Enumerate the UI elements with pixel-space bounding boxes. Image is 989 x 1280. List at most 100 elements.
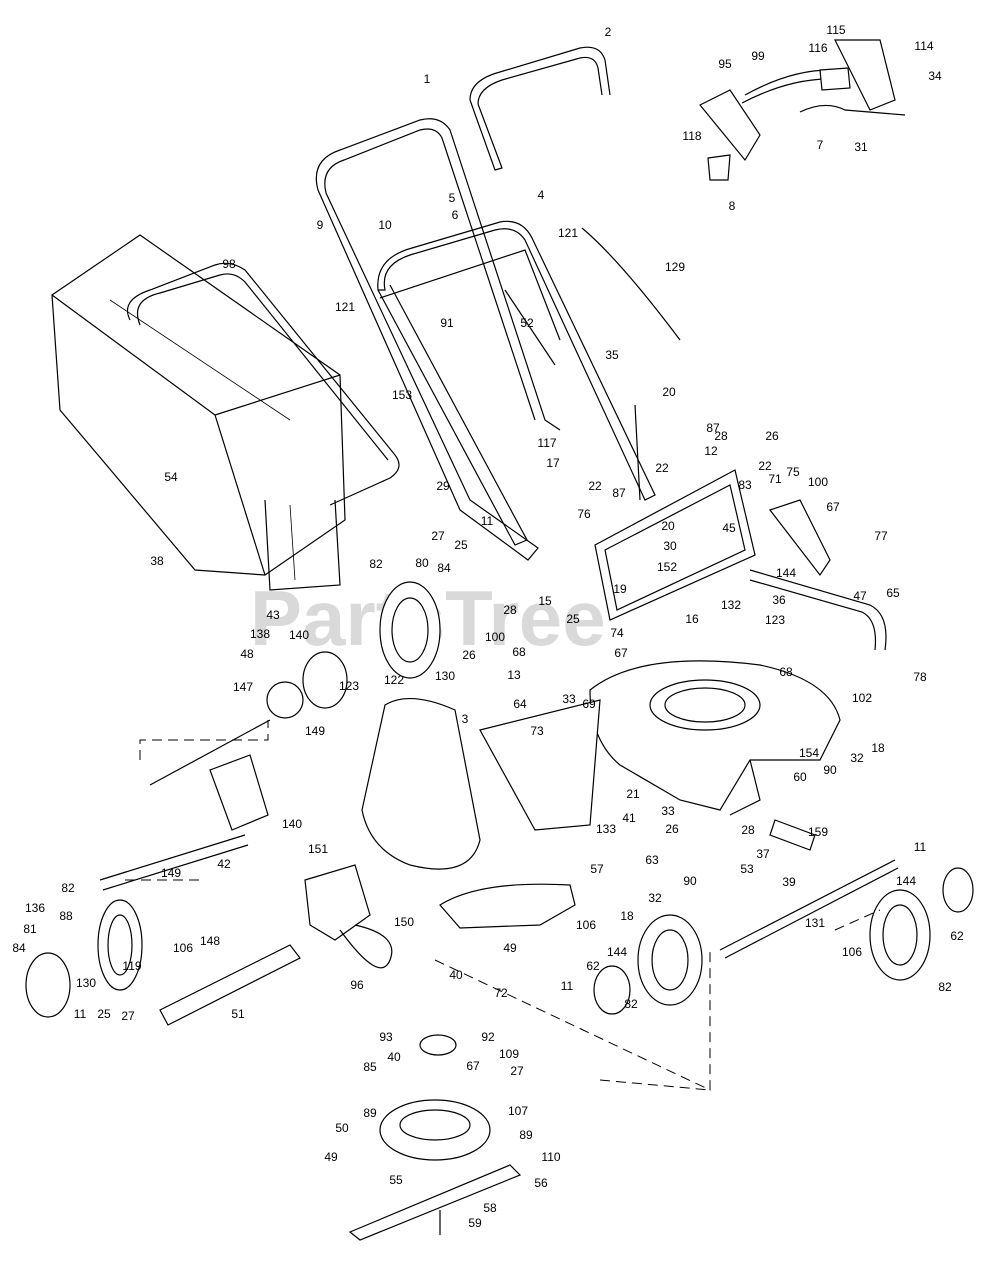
- callout-4: 4: [538, 188, 545, 202]
- callout-32: 32: [648, 891, 662, 905]
- callout-92: 92: [481, 1030, 495, 1044]
- callout-130: 130: [435, 669, 455, 683]
- callout-149: 149: [161, 866, 181, 880]
- grass-bag: [51, 234, 346, 576]
- callout-140: 140: [289, 628, 309, 642]
- callout-52: 52: [520, 316, 534, 330]
- rear-axle: [149, 719, 271, 786]
- lower-handle: [377, 220, 656, 546]
- callout-81: 81: [23, 922, 37, 936]
- callout-27: 27: [510, 1064, 524, 1078]
- callout-121: 121: [558, 226, 578, 240]
- callout-119: 119: [122, 959, 141, 973]
- callout-151: 151: [308, 842, 328, 856]
- hubcap-rear-left: [25, 952, 71, 1018]
- callout-69: 69: [582, 697, 596, 711]
- control-bail: [469, 46, 611, 171]
- callout-102: 102: [852, 691, 872, 705]
- callout-59: 59: [468, 1216, 482, 1230]
- callout-45: 45: [722, 521, 736, 535]
- callout-22: 22: [655, 461, 669, 475]
- rear-door: [594, 469, 756, 621]
- deck-cover: [439, 883, 576, 929]
- callout-117: 117: [537, 436, 556, 450]
- callout-3: 3: [462, 712, 469, 726]
- callout-106: 106: [576, 918, 596, 932]
- cable: [581, 227, 681, 341]
- callout-82: 82: [624, 997, 638, 1011]
- callout-90: 90: [683, 874, 697, 888]
- callout-34: 34: [928, 69, 942, 83]
- callout-91: 91: [440, 316, 454, 330]
- callout-76: 76: [577, 507, 591, 521]
- callout-54: 54: [164, 470, 178, 484]
- callout-18: 18: [620, 909, 634, 923]
- callout-56: 56: [534, 1176, 548, 1190]
- callout-6: 6: [452, 208, 459, 222]
- callout-7: 7: [817, 138, 824, 152]
- callout-109: 109: [499, 1047, 519, 1061]
- callout-11: 11: [561, 979, 574, 993]
- callout-9: 9: [317, 218, 324, 232]
- callout-28: 28: [714, 429, 728, 443]
- callout-21: 21: [626, 787, 640, 801]
- callout-65: 65: [886, 586, 900, 600]
- height-adjuster: [749, 499, 887, 651]
- callout-22: 22: [588, 479, 602, 493]
- upper-handle: [315, 118, 561, 561]
- callout-147: 147: [233, 680, 253, 694]
- callout-72: 72: [494, 986, 508, 1000]
- callout-25: 25: [454, 538, 468, 552]
- callout-49: 49: [503, 941, 517, 955]
- front-axle: [719, 859, 896, 951]
- callout-1: 1: [424, 72, 431, 86]
- callout-40: 40: [387, 1050, 401, 1064]
- callout-121: 121: [335, 300, 355, 314]
- callout-138: 138: [250, 627, 270, 641]
- callout-115: 115: [826, 23, 845, 37]
- callout-5: 5: [449, 191, 456, 205]
- callout-11: 11: [914, 840, 927, 854]
- callout-26: 26: [462, 648, 476, 662]
- callout-28: 28: [503, 603, 517, 617]
- callout-40: 40: [449, 968, 463, 982]
- callout-93: 93: [379, 1030, 393, 1044]
- callout-84: 84: [12, 941, 26, 955]
- callout-144: 144: [896, 874, 916, 888]
- callout-64: 64: [513, 697, 527, 711]
- callout-100: 100: [808, 475, 828, 489]
- callout-11: 11: [74, 1007, 87, 1021]
- callout-90: 90: [823, 763, 837, 777]
- callout-89: 89: [519, 1128, 533, 1142]
- callout-33: 33: [562, 692, 576, 706]
- callout-8: 8: [729, 199, 736, 213]
- mulch-plug: [361, 697, 481, 870]
- callout-87: 87: [612, 486, 626, 500]
- callout-80: 80: [415, 556, 429, 570]
- callout-129: 129: [665, 260, 685, 274]
- hubcap-front-left: [593, 965, 631, 1015]
- callout-148: 148: [200, 934, 220, 948]
- callout-38: 38: [150, 554, 164, 568]
- callout-106: 106: [173, 941, 193, 955]
- callout-11: 11: [481, 514, 494, 528]
- callout-60: 60: [793, 770, 807, 784]
- callout-130: 130: [76, 976, 96, 990]
- callout-152: 152: [657, 560, 677, 574]
- callout-153: 153: [392, 388, 412, 402]
- callout-36: 36: [772, 593, 786, 607]
- callout-140: 140: [282, 817, 302, 831]
- callout-116: 116: [808, 41, 827, 55]
- callout-100: 100: [485, 630, 505, 644]
- door-rod: [634, 404, 641, 501]
- callout-10: 10: [378, 218, 392, 232]
- callout-58: 58: [483, 1201, 497, 1215]
- blade: [348, 1164, 522, 1241]
- callout-43: 43: [266, 608, 280, 622]
- callout-62: 62: [950, 929, 964, 943]
- callout-18: 18: [871, 741, 885, 755]
- assembly-guides: [125, 720, 881, 1091]
- callout-48: 48: [240, 647, 254, 661]
